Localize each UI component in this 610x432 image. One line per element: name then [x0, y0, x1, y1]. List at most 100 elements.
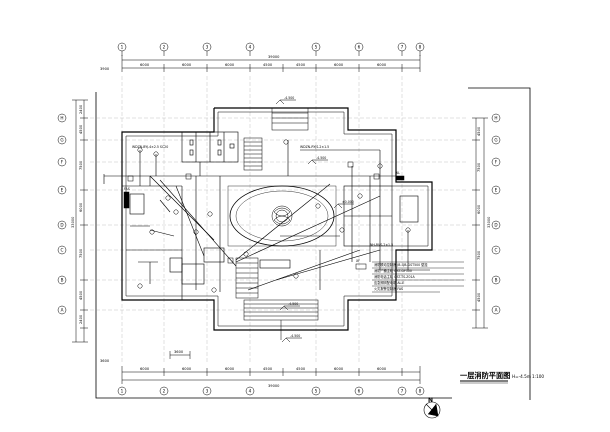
top-segment-dimension: 6000: [140, 63, 150, 67]
building-inner-outline: [125, 111, 429, 327]
axis-label: F: [61, 160, 64, 165]
axis-label: 3: [206, 45, 209, 50]
top-steps: [271, 107, 309, 131]
bottom-left-small-dimension: 3600: [100, 359, 110, 363]
cable-note: NH-RVS-2×1.5: [370, 243, 393, 247]
grid-lines: [90, 76, 468, 362]
smoke-detector-icon: [193, 229, 199, 235]
left-segment-dimension: 6000: [79, 202, 83, 212]
elevation-mark-text: -4.500: [316, 156, 326, 160]
axis-label: C: [61, 248, 64, 253]
cable-note: WDZN-RYJS-2×1.5: [300, 145, 329, 149]
top-axis-labels: 1 2 3 4 5 6 7 8: [121, 45, 422, 50]
bottom-segment-dimension: 6000: [334, 367, 344, 371]
bottom-segment-dimension: 4500: [296, 367, 306, 371]
axis-label: A: [495, 308, 498, 313]
elevation-mark-text: -4.500: [284, 96, 294, 100]
left-segment-dimension: 7500: [79, 248, 83, 258]
left-axis-bubbles: [57, 113, 67, 315]
axis-label: 7: [401, 389, 404, 394]
axis-label: G: [60, 138, 63, 143]
top-segment-dimension: 6000: [182, 63, 192, 67]
smoke-detector-icon: [149, 229, 155, 235]
axis-label: 4: [249, 45, 252, 50]
interior-walls: [122, 162, 419, 300]
top-segment-dimension: 4500: [296, 63, 306, 67]
axis-label: A: [61, 308, 64, 313]
axis-label: 1: [121, 389, 124, 394]
site-boundary-line: [95, 92, 452, 399]
title-block: 一层消防平面图 H=-4.5m 1:100: [460, 371, 544, 384]
bottom-mid-dimension: 3600: [174, 350, 184, 354]
elevation-mark-text: -4.500: [288, 302, 298, 306]
top-left-small-dimension: 3900: [100, 67, 110, 71]
box-label: FAS: [124, 187, 130, 191]
stair: [243, 137, 263, 171]
smoke-detector-icon: [339, 227, 345, 233]
axis-label: 5: [315, 45, 318, 50]
axis-label: 2: [163, 389, 166, 394]
drawing-elevation: H=-4.5m: [512, 374, 531, 379]
right-segment-dimension: 4500: [477, 126, 481, 136]
smoke-detector-icon: [173, 209, 179, 215]
axis-label: 6: [358, 45, 361, 50]
bottom-segment-dimensions: 6000 6000 6000 4500 4500 6000 6000: [140, 367, 387, 371]
bottom-segment-dimension: 6000: [377, 367, 387, 371]
right-segment-dimension: 7500: [477, 162, 481, 172]
smoke-detector-icon: [153, 151, 159, 157]
elevation-mark-text: -4.500: [290, 334, 300, 338]
north-arrow-icon: [423, 401, 441, 419]
axis-label: H: [60, 116, 63, 121]
top-segment-dimensions: 6000 6000 6000 4500 4500 6000 6000: [140, 63, 387, 67]
bottom-total-dimension: 39000: [268, 384, 280, 388]
axis-label: 6: [358, 389, 361, 394]
right-axis-labels: H G F E D C B A: [494, 116, 497, 313]
left-segment-dimension: 4500: [79, 290, 83, 300]
top-segment-dimension: 4500: [263, 63, 273, 67]
drawing-scale: 1:100: [532, 374, 544, 379]
manual-call-point-icon: [127, 175, 134, 182]
entrance-steps: [243, 299, 319, 340]
smoke-detector-icon: [315, 203, 321, 209]
axis-label: E: [495, 188, 498, 193]
bottom-segment-dimension: 4500: [263, 367, 273, 371]
left-total-dimension: 33000: [71, 216, 75, 228]
smoke-detector-icon: [283, 139, 289, 145]
building-outline: [121, 107, 433, 331]
site-boundary-line-right: [468, 87, 531, 400]
right-segment-dimensions: 4500 7500 6000 7500 4500: [477, 126, 481, 302]
axis-label: D: [494, 223, 497, 228]
fire-devices: [123, 139, 411, 293]
right-segment-dimension: 7500: [477, 250, 481, 260]
legend-line: 火灾报警控制器 FAS: [374, 286, 403, 291]
axis-label: 8: [419, 389, 422, 394]
smoke-detector-icon: [137, 283, 143, 289]
north-label: N: [428, 397, 433, 404]
bottom-segment-dimension: 6000: [225, 367, 235, 371]
axis-label: 5: [315, 389, 318, 394]
top-segment-dimension: 6000: [334, 63, 344, 67]
left-segment-dimension: 4500: [79, 124, 83, 134]
top-segment-dimension: 6000: [377, 63, 387, 67]
control-panel-icon: [123, 191, 130, 209]
manual-call-point-icon: [185, 173, 192, 180]
stair-bottom: [235, 257, 259, 299]
top-total-dimension: 39000: [268, 55, 280, 59]
toilet-block: [181, 131, 239, 163]
left-segment-dimension: 2400: [79, 104, 83, 114]
central-fountain: [271, 205, 293, 227]
bottom-segment-dimension: 6000: [140, 367, 150, 371]
legend-line: 消防电话主机 GST-TS-Z01A: [374, 274, 416, 279]
top-axis-bubbles: [117, 42, 425, 56]
smoke-detector-icon: [165, 195, 171, 201]
right-axis-bubbles: [491, 113, 501, 315]
axis-label: C: [495, 248, 498, 253]
axis-label: 4: [249, 389, 252, 394]
box-label: AL: [396, 171, 400, 175]
elevation-mark-text: ±0.000: [342, 200, 354, 204]
bottom-axis-labels: 1 2 3 4 5 6 7 8: [121, 389, 422, 394]
right-segment-dimension: 4500: [477, 292, 481, 302]
bottom-segment-dimension: 6000: [182, 367, 192, 371]
cable-note: WDZN-BYJ-4×2.5 SC20: [132, 145, 168, 149]
bottom-axis-bubbles: [117, 386, 425, 396]
